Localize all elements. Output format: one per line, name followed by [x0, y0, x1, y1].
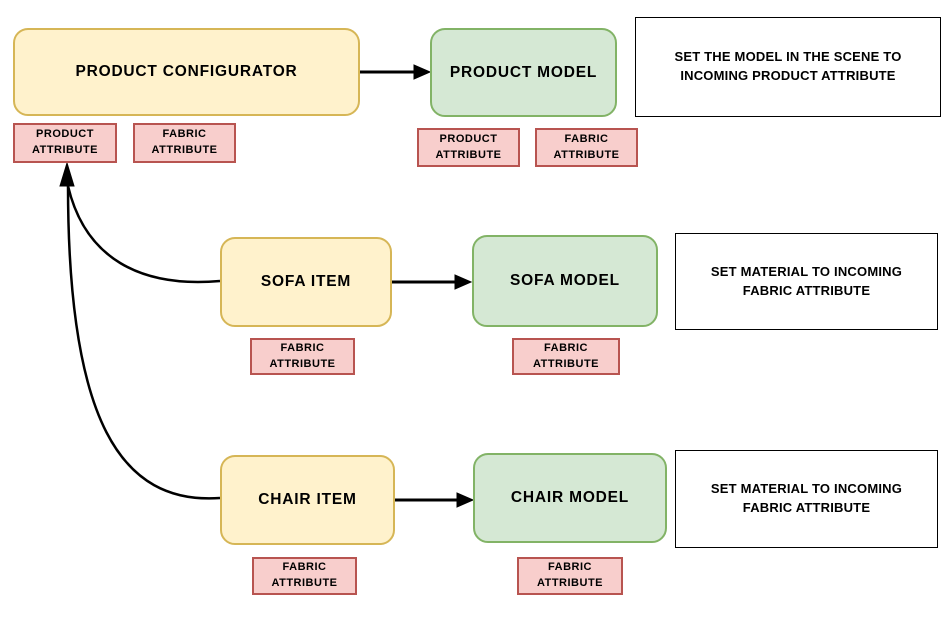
attribute-badge-configurator-fabric: FABRIC ATTRIBUTE	[133, 123, 236, 163]
arrow-sofa-item-to-sofa-model	[392, 274, 473, 290]
arrow-configurator-to-product-model	[360, 64, 432, 80]
node-product-model: PRODUCT MODEL	[430, 28, 617, 117]
node-sofa-item: SOFA ITEM	[220, 237, 392, 327]
node-sofa-model: SOFA MODEL	[472, 235, 658, 327]
attribute-badge-chair-model-fabric: FABRIC ATTRIBUTE	[517, 557, 623, 595]
attribute-badge-configurator-product: PRODUCT ATTRIBUTE	[13, 123, 117, 163]
attribute-badge-sofa-model-fabric: FABRIC ATTRIBUTE	[512, 338, 620, 375]
attribute-badge-product-model-fabric: FABRIC ATTRIBUTE	[535, 128, 638, 167]
note-product-model: SET THE MODEL IN THE SCENE TO INCOMING P…	[635, 17, 941, 117]
attribute-badge-chair-item-fabric: FABRIC ATTRIBUTE	[252, 557, 357, 595]
arrowhead-to-product-attribute	[59, 161, 75, 187]
attribute-badge-sofa-item-fabric: FABRIC ATTRIBUTE	[250, 338, 355, 375]
arrow-sofa-item-to-product-attribute	[66, 185, 221, 284]
arrow-chair-item-to-chair-model	[395, 492, 475, 508]
attribute-badge-product-model-product: PRODUCT ATTRIBUTE	[417, 128, 520, 167]
arrow-chair-item-to-product-attribute	[66, 185, 221, 500]
node-chair-item: CHAIR ITEM	[220, 455, 395, 545]
note-chair-model: SET MATERIAL TO INCOMING FABRIC ATTRIBUT…	[675, 450, 938, 548]
node-chair-model: CHAIR MODEL	[473, 453, 667, 543]
note-sofa-model: SET MATERIAL TO INCOMING FABRIC ATTRIBUT…	[675, 233, 938, 330]
node-product-configurator: PRODUCT CONFIGURATOR	[13, 28, 360, 116]
